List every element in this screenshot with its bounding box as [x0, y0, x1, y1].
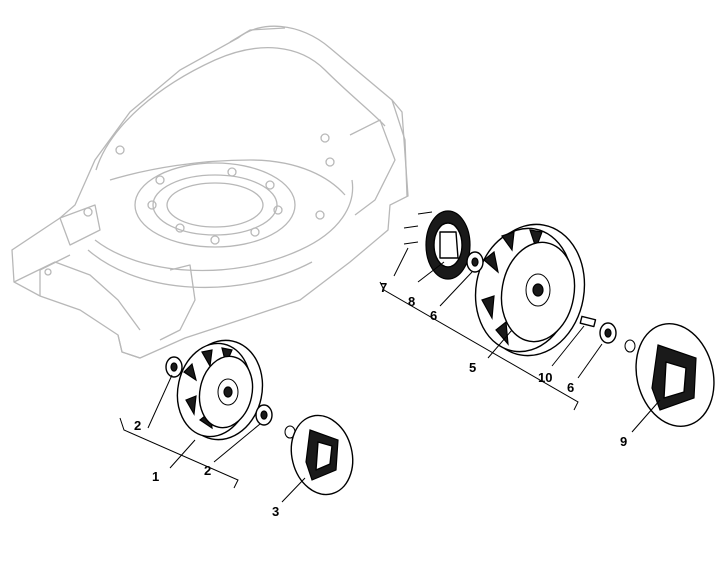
rear-bearing-inner	[466, 251, 484, 273]
rear-hubcap	[635, 323, 715, 427]
front-bearing-inner	[165, 356, 183, 378]
callout-8: 8	[408, 294, 415, 309]
callout-1: 1	[152, 469, 159, 484]
callout-6b: 6	[567, 380, 574, 395]
callout-9: 9	[620, 434, 627, 449]
gear-ring	[425, 210, 471, 280]
callout-7: 7	[380, 280, 387, 295]
callout-5: 5	[469, 360, 476, 375]
front-bearing-outer	[255, 404, 273, 426]
mower-deck	[11, 25, 409, 359]
callout-2a: 2	[134, 418, 141, 433]
axle-pin	[579, 315, 597, 328]
callout-3: 3	[272, 504, 279, 519]
leader-lines	[119, 247, 661, 503]
callout-10: 10	[538, 370, 552, 385]
callout-2b: 2	[204, 463, 211, 478]
rear-wheel	[474, 223, 586, 357]
front-hubcap	[290, 414, 354, 496]
callout-6a: 6	[430, 308, 437, 323]
rear-bearing-outer	[599, 322, 617, 344]
callouts: 1 2 2 3 5 6 6 7 8 9 10	[134, 280, 627, 519]
front-wheel	[176, 339, 264, 441]
screws	[403, 211, 433, 245]
rear-washer	[624, 339, 636, 353]
